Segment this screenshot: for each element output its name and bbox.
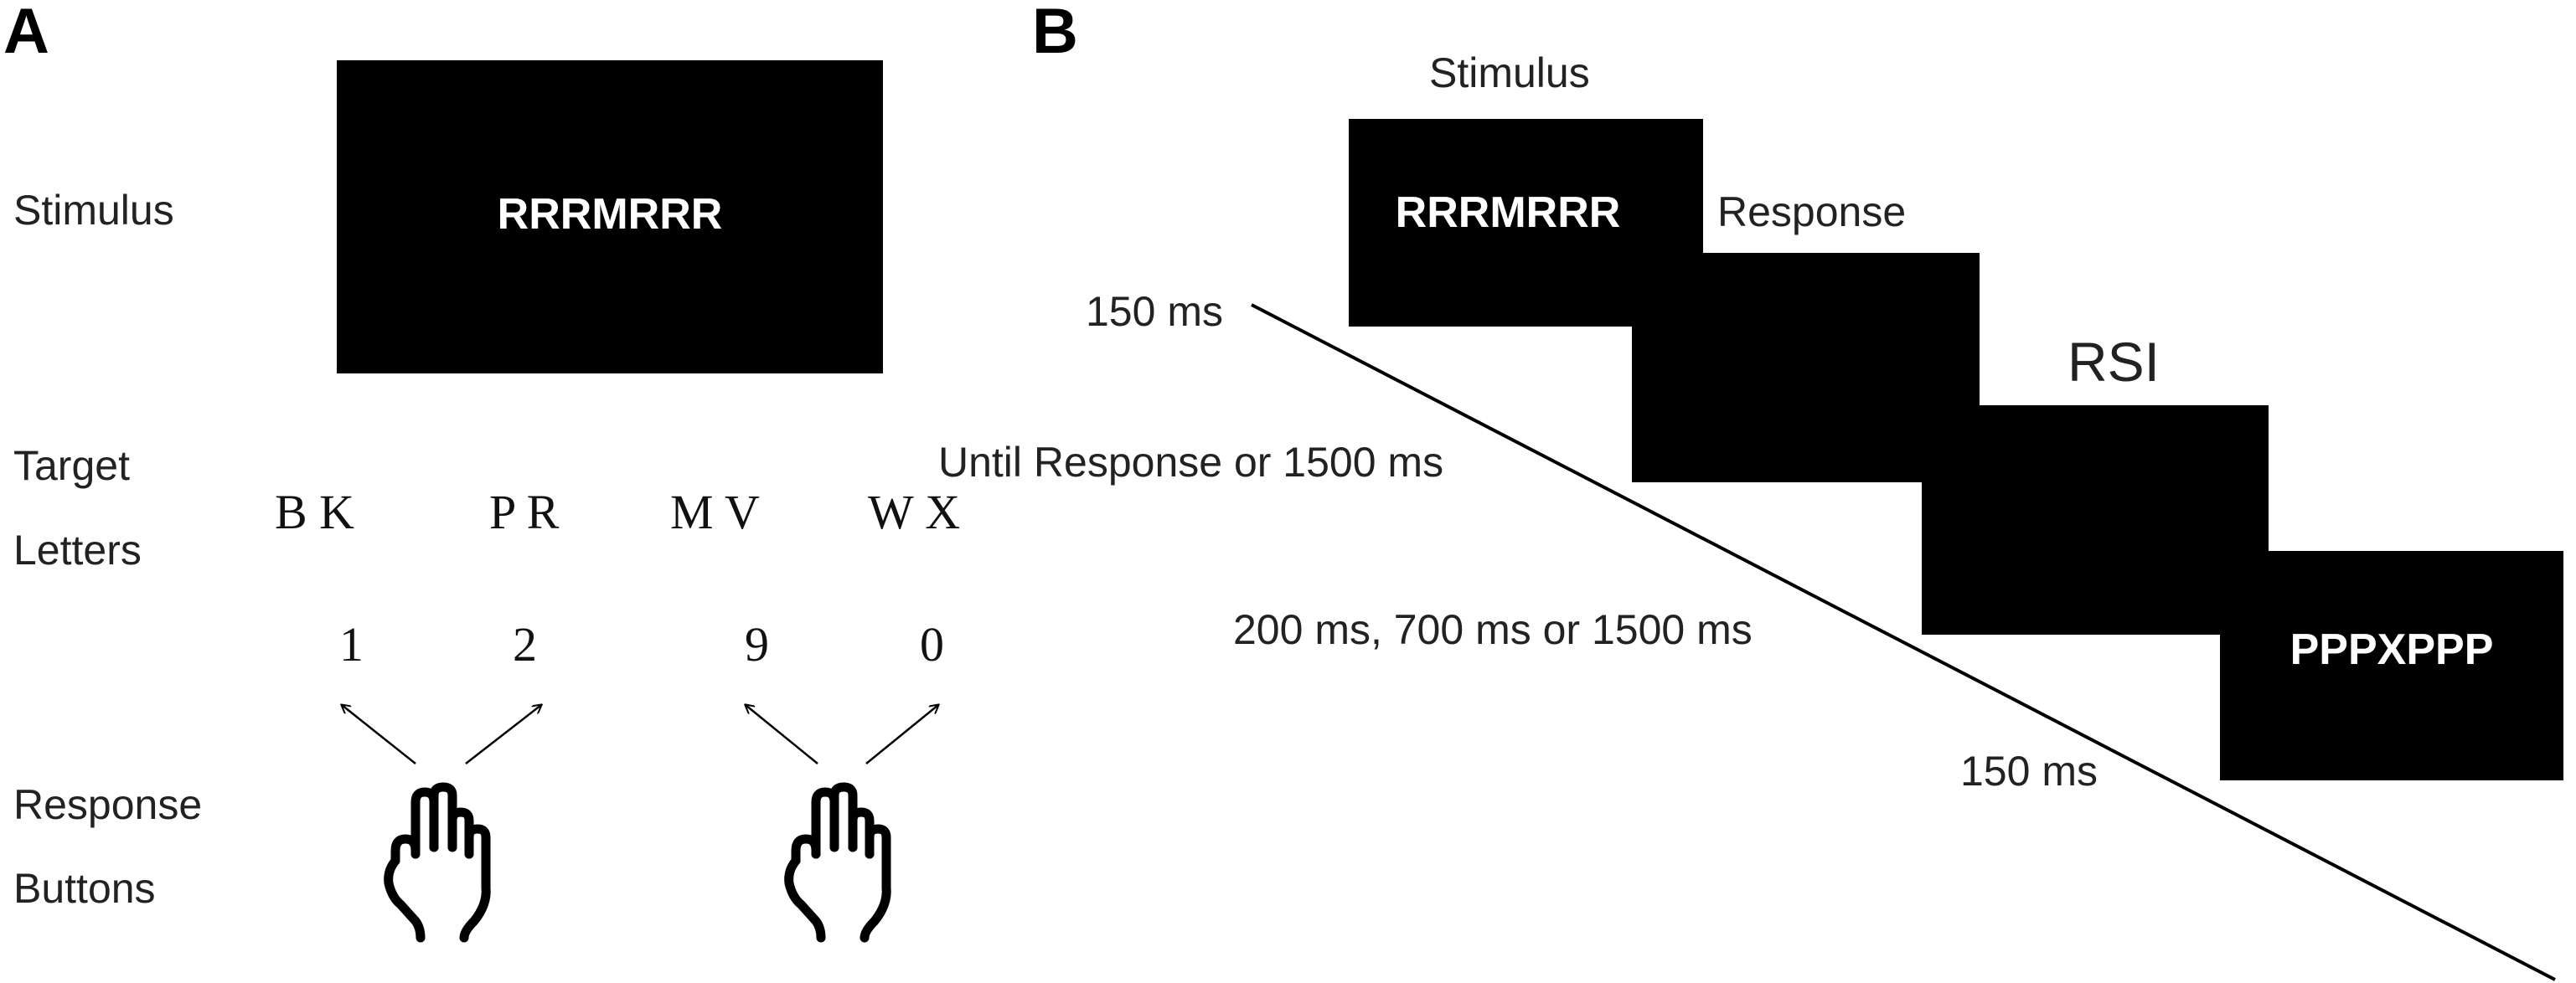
response-number-1: 1	[339, 617, 364, 672]
target-letters-label-line2: Letters	[13, 527, 142, 574]
panel-a-stimulus-screen: RRRMRRR	[337, 60, 883, 373]
panel-a-stimulus-text: RRRMRRR	[497, 190, 723, 239]
panel-a-label: A	[3, 0, 49, 67]
duration-response: Until Response or 1500 ms	[938, 439, 1444, 486]
duration-rsi: 200 ms, 700 ms or 1500 ms	[1233, 606, 1753, 653]
arrow-to-1	[342, 705, 416, 764]
arrow-to-9	[746, 705, 818, 764]
arrow-to-2	[465, 705, 541, 764]
target-letters-group-3: M V	[670, 485, 760, 539]
timeline-response-screen	[1632, 253, 1980, 482]
timeline-rsi-label: RSI	[2068, 331, 2160, 393]
response-buttons-label-line1: Response	[13, 781, 203, 828]
arrow-to-0	[865, 705, 938, 764]
timeline-stimulus-text: RRRMRRR	[1395, 188, 1621, 237]
timeline-next-stimulus-text: PPPXPPP	[2289, 625, 2494, 674]
response-buttons-label-line2: Buttons	[13, 865, 156, 912]
timeline-next-stimulus-screen: PPPXPPP	[2220, 551, 2563, 780]
panel-b-stimulus-label: Stimulus	[1429, 49, 1590, 96]
response-number-9: 9	[745, 617, 769, 672]
left-hand-icon	[384, 782, 491, 943]
response-number-2: 2	[513, 617, 537, 672]
panel-b-label: B	[1032, 0, 1078, 67]
panel-a-stimulus-label: Stimulus	[13, 187, 174, 234]
duration-next-stimulus: 150 ms	[1960, 748, 2098, 795]
duration-stimulus: 150 ms	[1086, 288, 1223, 335]
target-letters-group-1: B K	[275, 485, 355, 539]
response-number-0: 0	[920, 617, 944, 672]
timeline-response-label: Response	[1717, 188, 1907, 235]
target-letters-label-line1: Target	[13, 442, 130, 489]
timeline-axis-line	[1251, 303, 2556, 981]
timeline-rsi-screen	[1922, 405, 2269, 635]
right-hand-icon	[784, 782, 891, 943]
target-letters-group-4: W X	[868, 485, 961, 539]
target-letters-group-2: P R	[489, 485, 560, 539]
